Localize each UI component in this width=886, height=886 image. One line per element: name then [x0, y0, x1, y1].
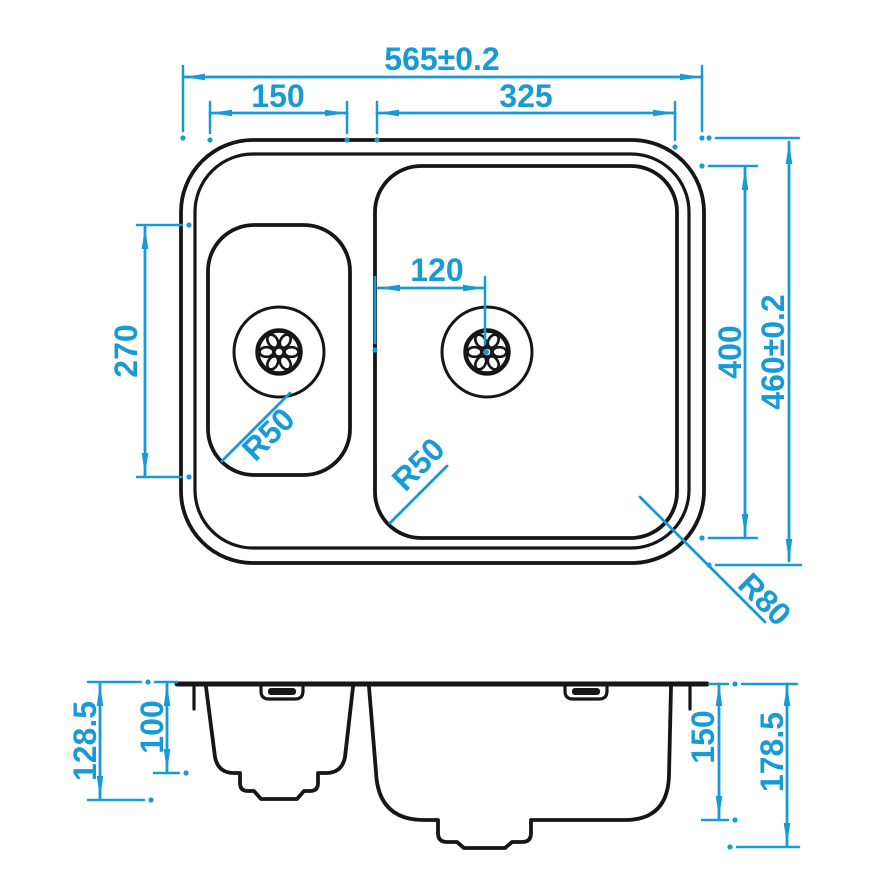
dim-main-bowl-radius-label: R50 [385, 431, 452, 498]
leader-small-bowl-radius [220, 391, 292, 463]
dim-main-bowl-overall-depth-label: 178.5 [754, 712, 790, 792]
dim-main-bowl-depth-label: 150 [685, 710, 721, 763]
leader-main-bowl-radius [388, 464, 449, 525]
overflow-slot-small [268, 688, 296, 695]
sink-rim-outer-outline [179, 138, 706, 565]
dim-small-bowl-width-label: 150 [251, 78, 304, 114]
dim-rim-radius-label: R80 [731, 566, 798, 633]
dim-overall-width-label: 565±0.2 [384, 41, 499, 77]
dim-overall-depth-label: 460±0.2 [755, 294, 791, 409]
dim-main-bowl-length-label: 400 [712, 325, 748, 378]
dim-small-bowl-overall-depth-label: 128.5 [67, 701, 103, 781]
small-bowl-section-outline [204, 685, 355, 801]
sink-rim-inner-outline [193, 152, 691, 550]
dim-small-bowl-length-label: 270 [108, 324, 144, 377]
leader-rim-radius [638, 495, 767, 624]
small-bowl-outline [206, 223, 352, 477]
overflow-notch-small [259, 685, 305, 701]
main-bowl-section-outline [367, 685, 673, 850]
overflow-slot-main [572, 688, 600, 695]
dim-drain-offset-label: 120 [410, 252, 463, 288]
drain-icon [234, 307, 324, 397]
dim-small-bowl-depth-label: 100 [134, 700, 170, 753]
dim-main-bowl-width-label: 325 [499, 78, 552, 114]
section-view: 128.5 100 150 178.5 [67, 679, 801, 850]
dim-small-bowl-radius-label: R50 [235, 401, 302, 468]
overflow-notch-main [563, 685, 609, 701]
plan-view: 565±0.2 150 325 120 270 400 460±0.2 [108, 41, 803, 633]
